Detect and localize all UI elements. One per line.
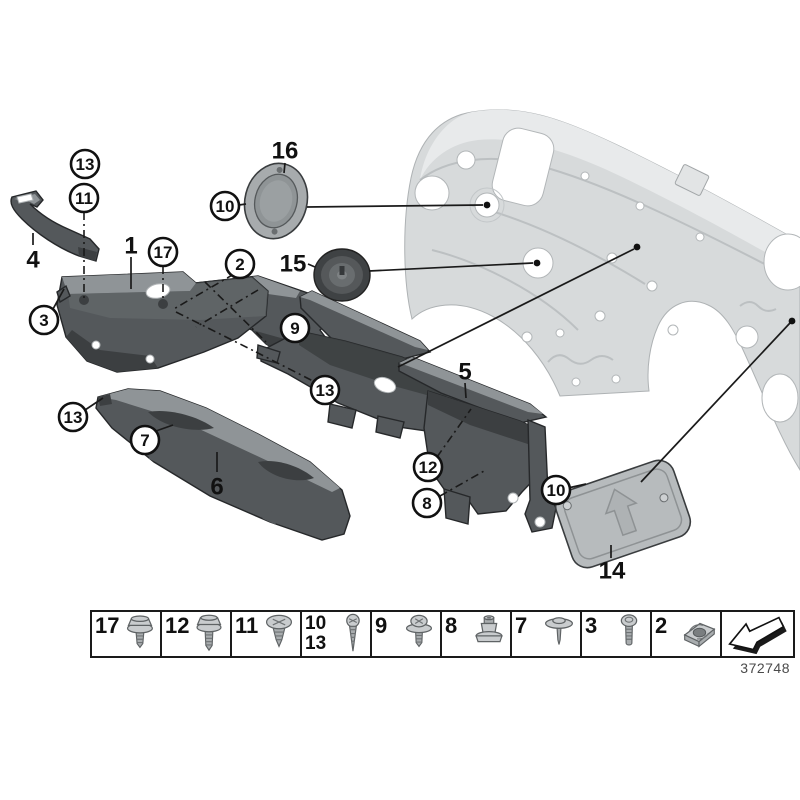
svg-text:13: 13 [64,408,83,427]
part-14-access-cover [554,459,692,569]
part-5-cowl-panel [398,356,557,533]
legend-number: 8 [445,613,458,638]
cover-screw [659,493,669,503]
firewall-bracket [674,164,710,196]
legend-number: 12 [165,613,190,638]
callout-15[interactable]: 15 [280,250,307,277]
svg-text:17: 17 [154,243,173,262]
legend-cell-8: 8 [442,612,512,656]
legend-cell-2: 2 [652,612,722,656]
callout-circle-8[interactable]: 8 [411,487,443,519]
svg-text:13: 13 [316,381,335,400]
svg-text:10: 10 [216,197,235,216]
callout-16[interactable]: 16 [272,137,299,164]
callout-circle-13c[interactable]: 13 [57,401,89,433]
part-6-cover [95,388,351,541]
cover-screw [562,501,572,511]
legend-cell-7: 7 [512,612,582,656]
svg-text:3: 3 [39,311,48,330]
legend-number: 13 [305,633,327,654]
callout-1[interactable]: 1 [124,232,137,259]
legend-number: 2 [655,613,668,638]
direction-arrow-icon [728,616,787,655]
part-1-insulation-panel [56,271,269,373]
hex-flange-screw-long-icon [196,614,222,652]
firewall-opening [491,127,555,207]
callout-4[interactable]: 4 [26,246,40,273]
push-rivet-icon [545,617,573,645]
svg-text:10: 10 [547,481,566,500]
svg-text:13: 13 [76,155,95,174]
svg-text:9: 9 [290,319,299,338]
legend-cell-3: 3 [582,612,652,656]
svg-text:7: 7 [140,431,149,450]
callout-circle-12[interactable]: 12 [412,451,444,483]
legend-number: 17 [95,613,120,638]
callouts-circled: 13 11 3 17 2 10 9 13 13 7 12 8 [28,148,572,519]
callout-circle-9[interactable]: 9 [279,312,311,344]
callout-circle-10b[interactable]: 10 [540,474,572,506]
callout-circle-13[interactable]: 13 [69,148,101,180]
callout-circle-13b[interactable]: 13 [309,374,341,406]
tapping-screw-icon [346,613,360,652]
legend-number: 11 [235,613,259,638]
round-head-bolt-icon [620,614,638,646]
expanding-rivet-icon [265,614,293,648]
part-16-grommet-cover [243,162,309,240]
legend-cell-9: 9 [372,612,442,656]
legend-number: 9 [375,613,388,638]
legend-number: 3 [585,613,598,638]
legend-cell-11: 11 [232,612,302,656]
callout-circle-10[interactable]: 10 [209,190,241,222]
firewall-panel [404,109,800,471]
hex-flange-screw-icon [126,615,153,649]
callout-14[interactable]: 14 [599,557,626,584]
svg-text:12: 12 [419,458,438,477]
svg-text:8: 8 [422,494,431,513]
embossed-arrow [604,488,638,537]
callout-circle-17[interactable]: 17 [147,236,179,268]
fastener-legend: 17 12 11 [90,610,795,658]
legend-cell-10-13: 10 13 [302,612,372,656]
svg-text:2: 2 [235,255,244,274]
legend-number: 7 [515,613,528,638]
drawing-number: 372748 [740,660,790,676]
callout-circle-11[interactable]: 11 [68,182,100,214]
leader-lines [32,162,796,558]
callout-circle-7[interactable]: 7 [129,424,161,456]
part-4-bracket [10,190,100,262]
legend-cell-direction [722,612,793,656]
callouts-plain: 4 1 16 15 5 6 14 [26,137,626,584]
callout-circle-3[interactable]: 3 [28,304,60,336]
legend-number: 10 [305,613,327,634]
callout-5[interactable]: 5 [458,358,471,385]
washer-screw-icon [405,614,433,648]
alignment-lines [83,212,485,497]
callout-6[interactable]: 6 [210,473,223,500]
callout-circle-2[interactable]: 2 [224,248,256,280]
expansion-nut-icon [475,615,503,643]
svg-text:11: 11 [75,189,93,208]
legend-cell-12: 12 [162,612,232,656]
legend-cell-17: 17 [92,612,162,656]
part-15-blind-plug [313,248,371,302]
cage-nut-icon [683,622,716,648]
